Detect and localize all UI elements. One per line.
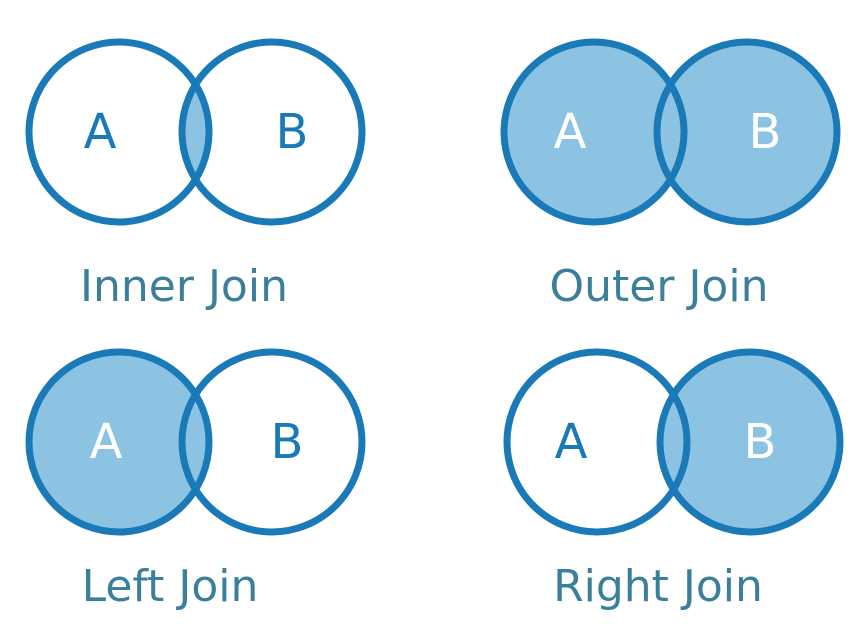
- set-a-label: A: [555, 414, 588, 470]
- set-b-label: B: [271, 414, 304, 470]
- set-b-label: B: [744, 414, 777, 470]
- shaded-region-b: [660, 352, 840, 532]
- shaded-region-a: [29, 352, 209, 532]
- panel-inner-join: A B Inner Join: [25, 38, 366, 312]
- set-a-circle: [25, 348, 213, 536]
- set-b-circle: [653, 38, 841, 226]
- panel-caption: Outer Join: [550, 261, 769, 312]
- panel-left-join: A B Left Join: [25, 348, 366, 612]
- set-a-circle: [25, 38, 213, 226]
- shaded-region-a: [504, 42, 684, 222]
- set-a-label: A: [554, 104, 587, 160]
- set-b-circle: [178, 348, 366, 536]
- set-a-label: A: [90, 414, 123, 470]
- panel-caption: Left Join: [82, 561, 259, 612]
- panel-caption: Right Join: [553, 561, 763, 612]
- set-b-circle: [656, 348, 844, 536]
- set-b-circle: [178, 38, 366, 226]
- panel-outer-join: A B Outer Join: [500, 38, 841, 312]
- set-b-label: B: [276, 104, 309, 160]
- set-a-circle: [503, 348, 691, 536]
- shaded-region-b: [657, 42, 837, 222]
- panel-caption: Inner Join: [80, 261, 288, 312]
- panel-right-join: A B Right Join: [503, 348, 844, 612]
- set-a-circle: [500, 38, 688, 226]
- set-b-label: B: [749, 104, 782, 160]
- set-a-label: A: [84, 104, 117, 160]
